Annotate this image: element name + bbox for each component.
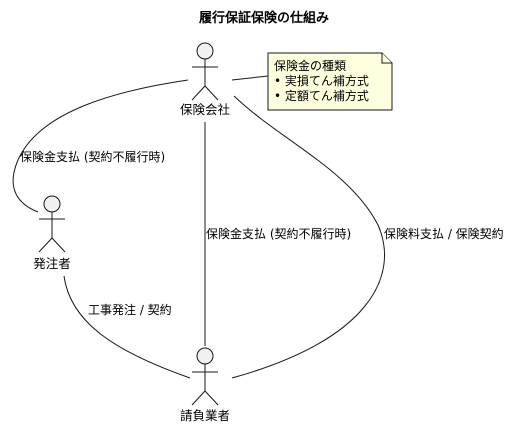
actor-insurer-label: 保険会社: [180, 102, 230, 117]
edge-label-insurer-contractor: 保険金支払 (契約不履行時): [206, 226, 351, 241]
note-item-2: • 定額てん補方式: [274, 88, 369, 103]
edge-label-client-contractor: 工事発注 / 契約: [88, 302, 172, 317]
actor-client: [38, 195, 66, 253]
actor-contractor-label: 請負業者: [180, 408, 230, 423]
actor-insurer-head: [196, 42, 214, 60]
actor-client-head: [43, 195, 61, 213]
note-box: 保険金の種類 • 実損てん補方式 • 定額てん補方式: [267, 52, 393, 111]
edge-insurer-client: [12, 79, 189, 213]
actor-insurer: [191, 42, 219, 101]
note-item-1: • 実損てん補方式: [274, 73, 369, 88]
edge-label-contractor-insurer: 保険料支払 / 保険契約: [384, 226, 504, 241]
note-connector: [231, 75, 269, 81]
actor-contractor: [191, 347, 219, 406]
edge-contractor-insurer: [231, 95, 385, 379]
edge-client-contractor: [63, 275, 191, 379]
edge-label-insurer-client: 保険金支払 (契約不履行時): [20, 149, 165, 164]
diagram-title: 履行保証保険の仕組み: [199, 10, 329, 26]
actor-client-label: 発注者: [33, 256, 71, 271]
actor-contractor-head: [196, 347, 214, 365]
note-heading: 保険金の種類: [274, 58, 346, 73]
